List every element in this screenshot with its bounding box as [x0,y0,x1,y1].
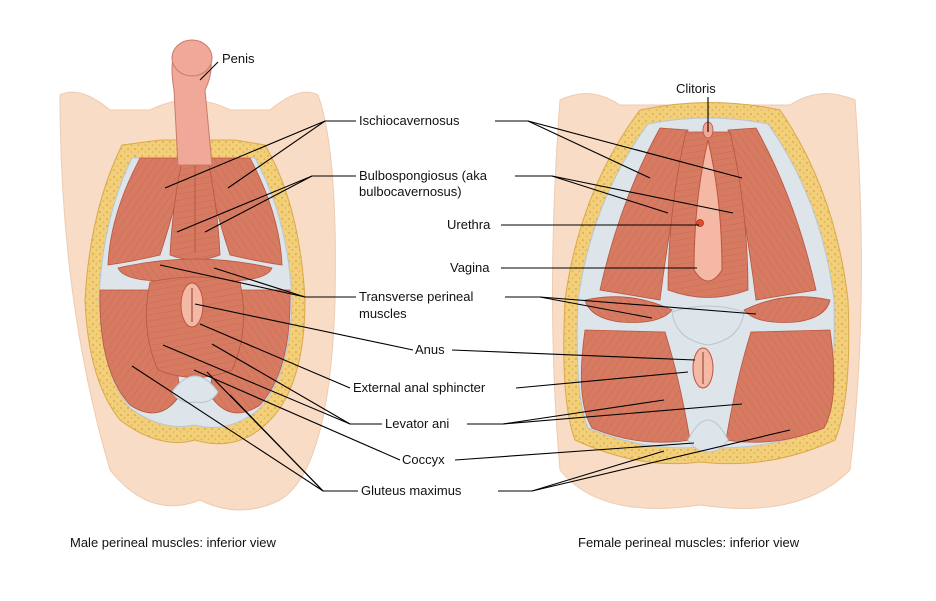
label-bulbospongiosus-line2: bulbocavernosus) [359,184,462,199]
label-transverse-line2: muscles [359,306,407,321]
female-coccyx-area [687,419,729,453]
female-vestibule [693,139,723,282]
label-gluteus-maximus: Gluteus maximus [361,483,462,498]
label-vagina: Vagina [450,260,490,275]
caption-female: Female perineal muscles: inferior view [578,535,800,550]
female-central-fascia [671,305,745,346]
label-bulbospongiosus-line1: Bulbospongiosus (aka [359,168,488,183]
caption-male: Male perineal muscles: inferior view [70,535,277,550]
labels: Penis Clitoris Ischiocavernosus Bulbospo… [222,51,716,498]
male-coccyx-area [171,375,219,403]
female-gluteus-right [725,329,835,443]
label-coccyx: Coccyx [402,452,445,467]
leader-lines [131,61,791,492]
male-glans [171,39,213,77]
label-transverse-line1: Transverse perineal [359,289,474,304]
female-gluteus-left [580,329,691,443]
male-levator-ani [146,276,244,378]
male-illustration [59,39,336,511]
female-illustration [552,93,862,509]
label-ischiocavernosus: Ischiocavernosus [359,113,460,128]
label-levator-ani: Levator ani [385,416,449,431]
female-transverse-left [584,296,673,323]
label-anus: Anus [415,342,445,357]
female-transverse-right [743,296,831,323]
label-external-anal-sphincter: External anal sphincter [353,380,486,395]
male-transverse-muscle [117,258,273,282]
label-clitoris: Clitoris [676,81,716,96]
label-urethra: Urethra [447,217,491,232]
captions: Male perineal muscles: inferior view Fem… [70,535,800,550]
label-penis: Penis [222,51,255,66]
